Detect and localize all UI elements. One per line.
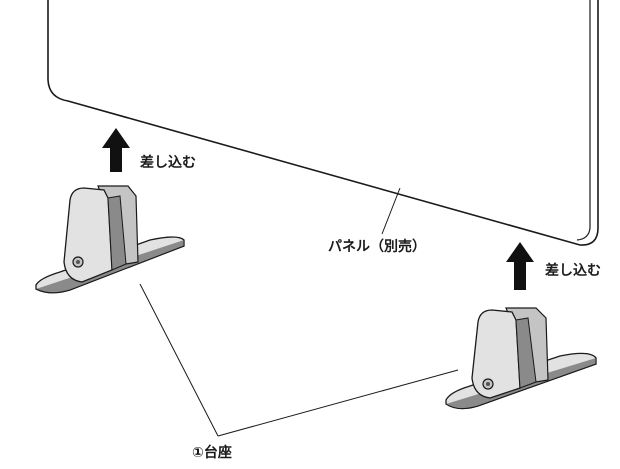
stand-left-slot (107, 195, 127, 271)
panel-thickness-edge (576, 0, 591, 241)
stand-right-screw-hole (486, 382, 490, 386)
leader-line-base-left (139, 283, 219, 437)
up-arrow-icon-left (102, 128, 130, 172)
leader-line-panel (381, 187, 401, 235)
panel-outline (47, 0, 599, 246)
insert-label-right: 差し込む (545, 263, 601, 279)
stand-right-body-front (471, 309, 521, 399)
stand-right (445, 307, 597, 410)
panel-label: パネル（別売） (328, 239, 426, 255)
insert-label-left: 差し込む (140, 155, 196, 171)
stand-left-body-front (63, 187, 113, 283)
stand-right-slot (515, 317, 537, 389)
up-arrow-icon-right (506, 242, 534, 290)
stand-left (35, 185, 185, 294)
leader-line-base-right (217, 369, 459, 437)
stand-left-screw-hole (76, 260, 80, 264)
panel (47, 0, 599, 246)
base-label: ①台座 (192, 445, 232, 461)
